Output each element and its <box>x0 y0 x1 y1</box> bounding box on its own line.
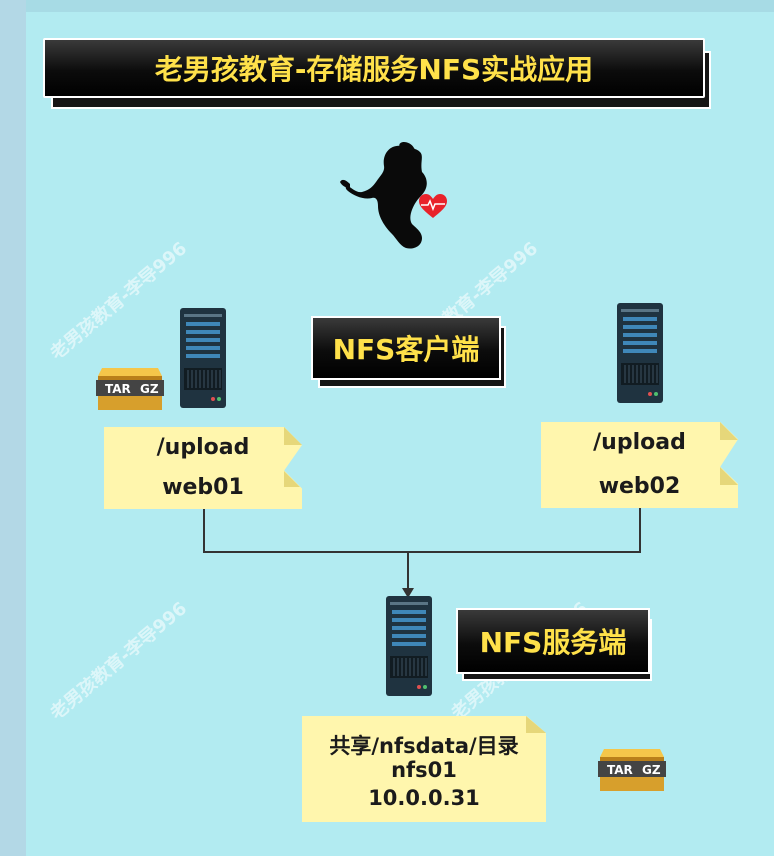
web01-path: /upload <box>156 435 250 460</box>
left-border <box>0 0 26 856</box>
web02-note: /upload web02 <box>541 422 738 508</box>
nfs01-ip: 10.0.0.31 <box>368 786 480 810</box>
note-fold <box>720 422 738 485</box>
diagram-title: 老男孩教育-存储服务NFS实战应用 <box>43 38 705 98</box>
web02-path: /upload <box>593 430 686 455</box>
nfs01-note: 共享/nfsdata/目录 nfs01 10.0.0.31 <box>302 716 546 822</box>
server-icon <box>180 308 226 408</box>
web01-note: /upload web01 <box>104 427 302 509</box>
tar-gz-archive-icon: TAR GZ <box>598 743 666 797</box>
web01-name: web01 <box>162 475 244 500</box>
nfs-server-label: NFS服务端 <box>456 608 650 674</box>
archive-label-left: TAR <box>607 763 633 777</box>
tar-gz-archive-icon: TAR GZ <box>96 362 164 416</box>
heart-icon <box>419 194 447 218</box>
archive-label-right: GZ <box>140 382 159 396</box>
web02-name: web02 <box>598 474 681 499</box>
woman-silhouette-icon <box>340 142 427 249</box>
note-fold <box>526 716 546 733</box>
nfs01-name: nfs01 <box>391 758 457 782</box>
note-fold <box>284 427 302 487</box>
server-icon <box>386 596 432 696</box>
nfs-client-label: NFS客户端 <box>311 316 501 380</box>
archive-label-right: GZ <box>642 763 661 777</box>
server-icon <box>617 303 663 403</box>
top-border <box>0 0 774 12</box>
nfs01-share: 共享/nfsdata/目录 <box>329 734 519 758</box>
archive-label-left: TAR <box>105 382 131 396</box>
